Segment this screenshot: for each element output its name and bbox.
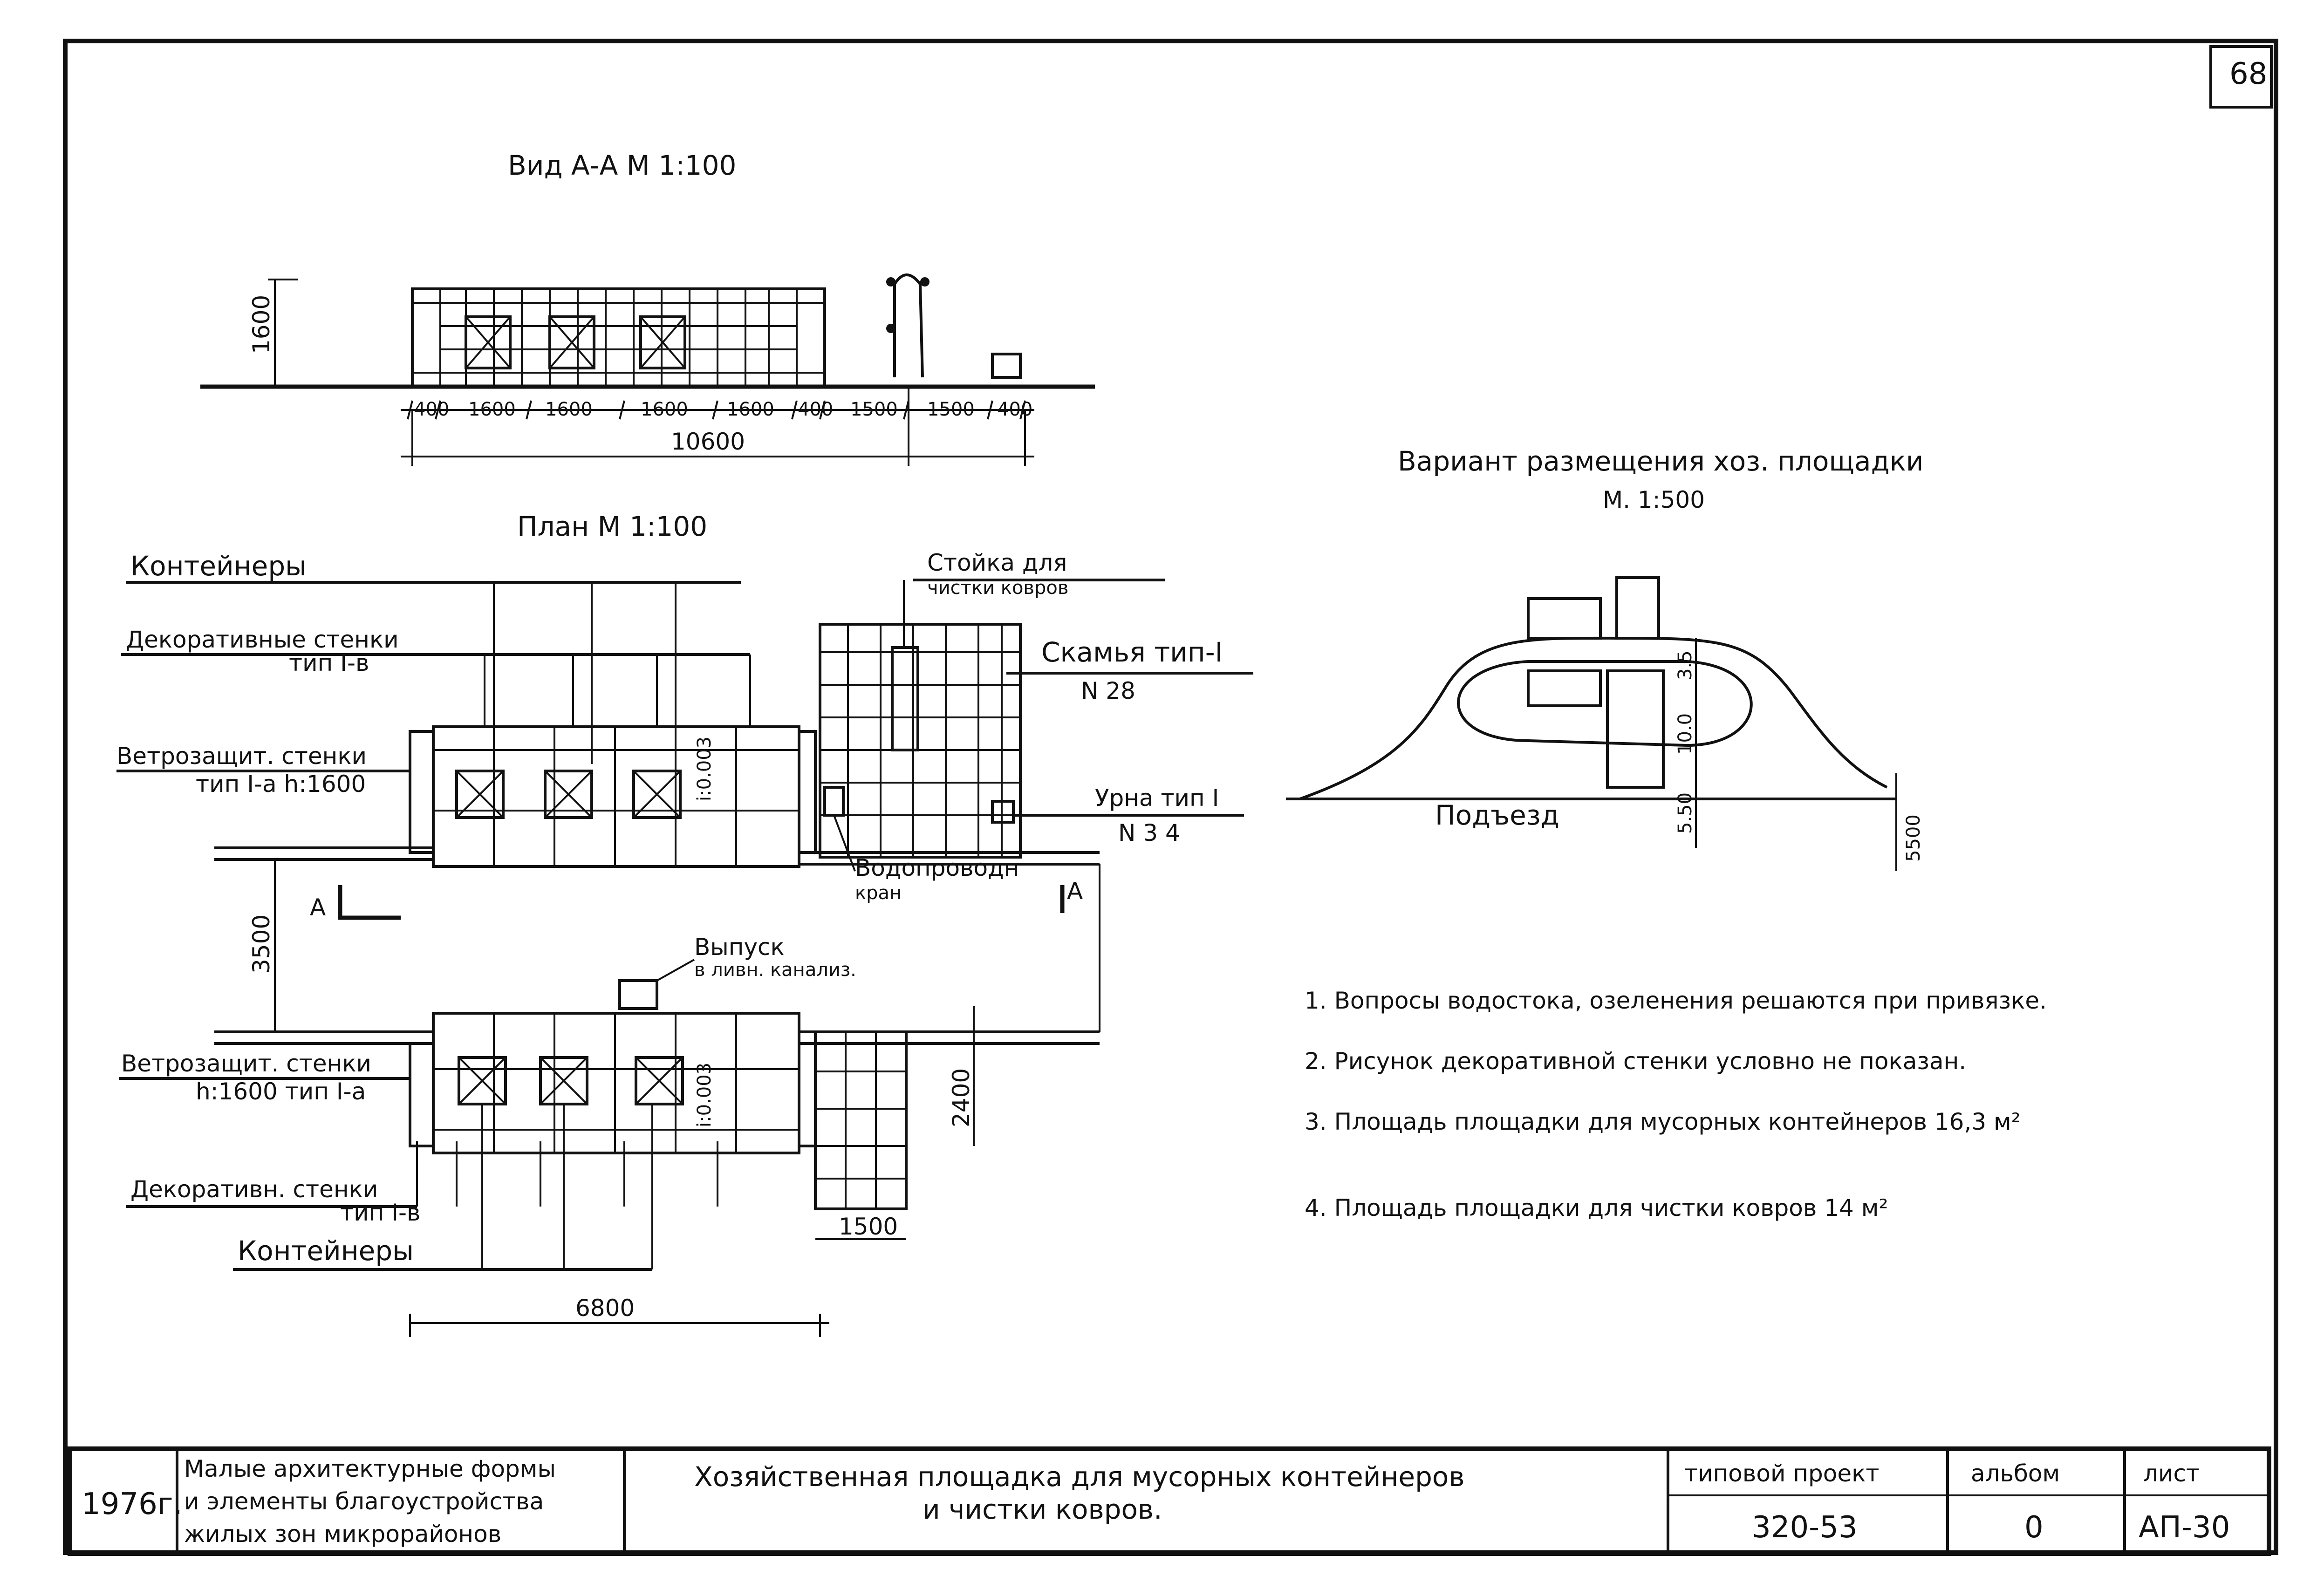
- sheet-number: 68: [2229, 57, 2267, 91]
- label-stand-1: Стойка для: [927, 549, 1067, 576]
- tb-sheet-label: лист: [2143, 1460, 2200, 1487]
- slope-top: i:0.003: [694, 737, 715, 801]
- sheet-number-box: [2209, 45, 2273, 109]
- tb-project-value: 320-53: [1752, 1510, 1858, 1545]
- label-tap-1: Водопроводн: [855, 854, 1019, 881]
- outlet-label-1: Выпуск: [694, 934, 785, 961]
- section-mark-right: А: [1067, 878, 1083, 905]
- variant-dim-35: 3.5: [1675, 650, 1696, 680]
- label-decor-walls-top-1: Декоративные стенки: [126, 626, 399, 653]
- label-wind-walls-top-1: Ветрозащит. стенки: [116, 743, 367, 770]
- label-decor-walls-bottom-2: тип I-в: [340, 1199, 420, 1226]
- container-elevations: [465, 315, 686, 369]
- label-bench-1: Скамья тип-I: [1041, 636, 1223, 668]
- gap-dim: 3500: [248, 914, 275, 974]
- label-bench-2: N 28: [1081, 677, 1135, 704]
- note-3: 3. Площадь площадки для мусорных контейн…: [1305, 1108, 2021, 1135]
- bottom-width-dim: 6800: [575, 1295, 635, 1322]
- tb-year: 1976г.: [82, 1487, 183, 1521]
- variant-dim-100: 10.0: [1675, 713, 1696, 755]
- section-total-dim: 10600: [671, 428, 745, 455]
- variant-containers-bottom: [1527, 669, 1602, 707]
- access-road: [1299, 636, 1888, 800]
- water-tap-plan: [823, 786, 845, 817]
- variant-containers-top: [1527, 597, 1602, 640]
- tb-series-1: Малые архитектурные формы: [184, 1455, 556, 1482]
- svg-text:400: 400: [997, 399, 1032, 420]
- note-4: 4. Площадь площадки для чистки ковров 14…: [1305, 1194, 1888, 1221]
- tb-title-2: и чистки ковров.: [923, 1494, 1162, 1525]
- notes: 1. Вопросы водостока, озеленения решаютс…: [1305, 987, 2047, 1221]
- tb-project-label: типовой проект: [1684, 1460, 1879, 1487]
- variant-dim-550: 5.50: [1675, 792, 1696, 834]
- containers-bottom: [458, 1056, 684, 1105]
- carpet-platform-bottom: [814, 1030, 908, 1210]
- svg-text:1500: 1500: [850, 399, 898, 420]
- plan-title: План М 1:100: [517, 511, 707, 542]
- plan-view: План М 1:100 i:0.003: [116, 511, 1253, 1337]
- label-urn-2: N 3 4: [1118, 819, 1180, 846]
- variant-carpet-area: [1606, 669, 1665, 789]
- carpet-platform: [819, 623, 1022, 859]
- wall-elevation: [411, 287, 826, 388]
- label-tap-2: кран: [855, 882, 902, 904]
- label-containers-bottom: Контейнеры: [238, 1235, 414, 1267]
- urn-plan: [991, 800, 1015, 824]
- svg-text:1600: 1600: [468, 399, 516, 420]
- storm-outlet: [618, 979, 658, 1010]
- variant-plan: Вариант размещения хоз. площадки М. 1:50…: [1286, 445, 1924, 871]
- section-view: Вид А-А М 1:100 1600: [200, 150, 1095, 466]
- svg-text:400: 400: [414, 399, 449, 420]
- tb-series-2: и элементы благоустройства: [184, 1488, 544, 1515]
- label-wind-walls-bottom-1: Ветрозащит. стенки: [121, 1050, 371, 1077]
- svg-text:1500: 1500: [927, 399, 975, 420]
- carpet-stand-plan: [891, 646, 919, 751]
- carpet-stand-elevation: [893, 273, 924, 378]
- variant-stand: [1615, 576, 1660, 640]
- label-urn-1: Урна тип I: [1095, 784, 1219, 812]
- svg-text:1600: 1600: [545, 399, 593, 420]
- tb-album-label: альбом: [1971, 1460, 2060, 1487]
- note-2: 2. Рисунок декоративной стенки условно н…: [1305, 1048, 1966, 1075]
- section-height-dim: 1600: [248, 295, 275, 354]
- tb-series-3: жилых зон микрорайонов: [184, 1521, 501, 1548]
- bench-elevation: [991, 353, 1022, 379]
- variant-title: Вариант размещения хоз. площадки: [1398, 445, 1923, 477]
- container-platform-top: [432, 725, 800, 868]
- variant-dim-5500: 5500: [1903, 814, 1924, 862]
- tb-album-value: 0: [2024, 1510, 2044, 1545]
- label-containers-top: Контейнеры: [130, 550, 307, 582]
- outlet-label-2: в ливн. канализ.: [694, 959, 856, 981]
- container-platform-bottom: [432, 1012, 800, 1154]
- variant-road-label: Подъезд: [1435, 799, 1559, 831]
- svg-text:1600: 1600: [727, 399, 774, 420]
- tb-sheet-value: АП-30: [2139, 1510, 2230, 1545]
- section-view-title: Вид А-А М 1:100: [508, 150, 736, 181]
- section-dim-chain: 400 1600 1600 1600 1600 400 1500 1500 40…: [414, 399, 1032, 420]
- right-width-dim: 1500: [839, 1213, 898, 1240]
- label-wind-walls-bottom-2: h:1600 тип I-а: [196, 1078, 366, 1105]
- svg-text:400: 400: [798, 399, 833, 420]
- title-block: 1976г. Малые архитектурные формы и элеме…: [68, 1446, 2271, 1556]
- tb-title-1: Хозяйственная площадка для мусорных конт…: [694, 1461, 1465, 1493]
- label-wind-walls-top-2: тип I-а h:1600: [196, 771, 366, 798]
- svg-text:1600: 1600: [641, 399, 688, 420]
- note-1: 1. Вопросы водостока, озеленения решаютс…: [1305, 987, 2047, 1014]
- variant-scale: М. 1:500: [1603, 486, 1705, 513]
- section-mark-left: А: [310, 894, 326, 921]
- containers-top: [455, 770, 682, 819]
- label-decor-walls-bottom-1: Декоративн. стенки: [130, 1176, 378, 1203]
- slope-bottom: i:0.003: [694, 1063, 715, 1127]
- right-height-dim: 2400: [948, 1068, 975, 1127]
